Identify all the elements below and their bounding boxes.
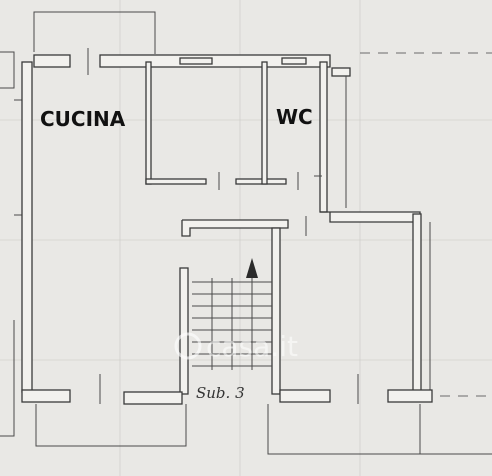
window-2 bbox=[281, 57, 307, 65]
top-wall-main bbox=[99, 54, 331, 68]
bottom-wall-mid bbox=[123, 391, 183, 405]
lower-frame-right bbox=[267, 404, 421, 455]
left-outer-line bbox=[0, 51, 15, 89]
right-room-side-wall bbox=[412, 213, 422, 395]
bottom-wall-right bbox=[387, 389, 433, 403]
right-column bbox=[331, 67, 351, 77]
left-wall-main bbox=[21, 61, 33, 393]
stair-arrow-icon bbox=[246, 258, 258, 290]
kitchen-label: CUCINA bbox=[40, 107, 126, 131]
top-frame-outline bbox=[33, 11, 156, 54]
bottom-wall-left bbox=[21, 389, 71, 403]
bottom-wall-stair bbox=[279, 389, 331, 403]
kitchen-partition bbox=[145, 61, 152, 185]
stair-right-wall bbox=[271, 227, 281, 395]
stair-enclosure-top bbox=[181, 219, 289, 237]
wc-label: WC bbox=[276, 105, 313, 129]
kitchen-bottom-wall bbox=[145, 178, 207, 185]
stair-annotation: Sub. 3 bbox=[196, 384, 245, 402]
watermark-text: casa.it bbox=[206, 330, 298, 363]
lower-frame-left bbox=[35, 404, 187, 447]
wc-partition bbox=[261, 61, 268, 185]
wc-bottom-wall bbox=[235, 178, 287, 185]
right-room-wall bbox=[320, 211, 421, 223]
window-1 bbox=[179, 57, 213, 65]
stair-treads bbox=[192, 278, 272, 370]
top-wall-left bbox=[33, 54, 71, 68]
stair-left-wall bbox=[179, 267, 189, 395]
wc-right-wall bbox=[319, 61, 328, 213]
watermark-logo-icon bbox=[174, 332, 202, 360]
left-wall-lower bbox=[0, 320, 15, 437]
watermark: casa.it bbox=[174, 330, 298, 363]
